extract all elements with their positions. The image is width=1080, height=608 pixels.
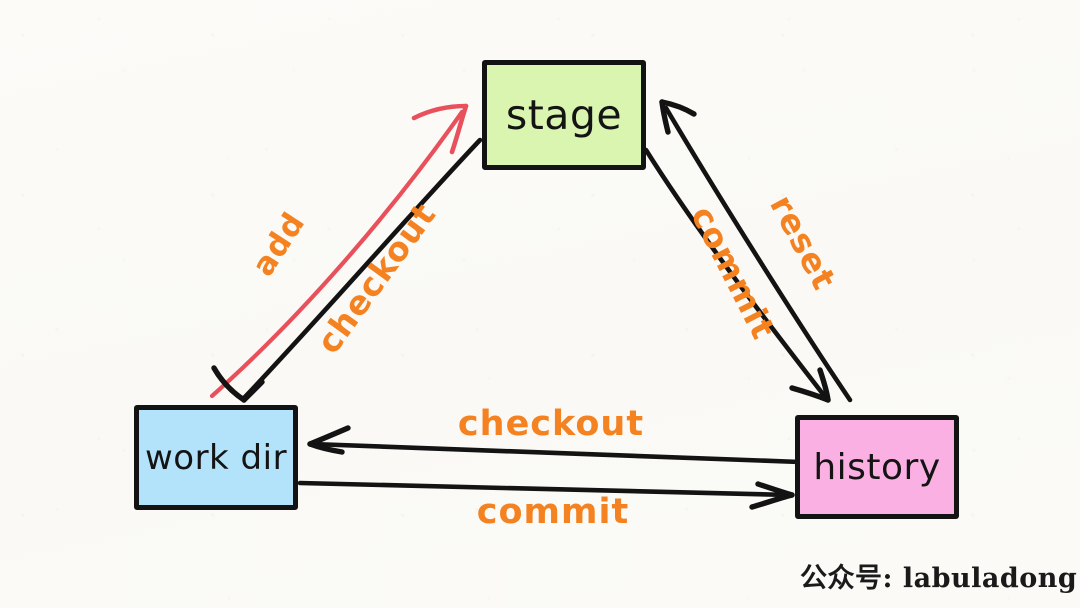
edge-commit-right: [643, 147, 831, 403]
edge-commit-bottom: [297, 480, 795, 510]
edge-checkout-bottom: [307, 425, 803, 465]
edge-checkout-left: [211, 137, 483, 403]
edge-add: [209, 103, 469, 399]
node-history[interactable]: history: [795, 415, 959, 519]
node-stage-label: stage: [505, 91, 623, 139]
node-stage[interactable]: stage: [482, 60, 646, 170]
node-history-label: history: [813, 446, 941, 488]
edge-label-commit-workdir-to-history: commit: [476, 492, 630, 532]
edge-reset: [659, 99, 853, 403]
node-work-dir-label: work dir: [144, 437, 288, 478]
node-work-dir[interactable]: work dir: [134, 405, 298, 510]
watermark-text: 公众号: labuladong: [800, 563, 1078, 594]
edge-label-checkout-history-to-workdir: checkout: [457, 404, 645, 444]
